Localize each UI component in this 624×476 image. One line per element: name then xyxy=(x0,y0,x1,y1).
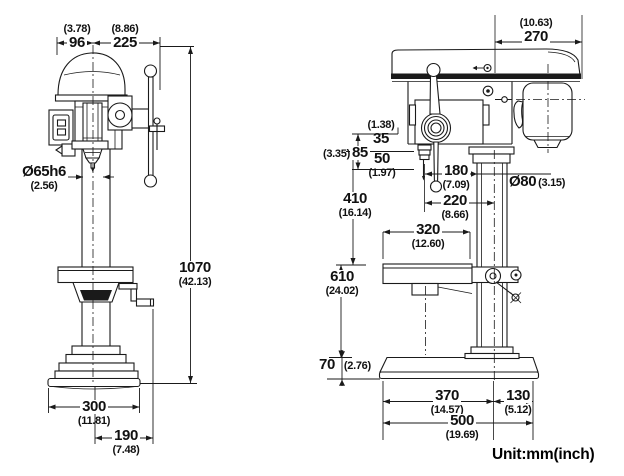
dim-410-label: 410 (16.14) xyxy=(330,190,380,219)
dim-300-inch: (11.81) xyxy=(77,415,111,427)
dim-130-label: 130 (5.12) xyxy=(499,387,537,416)
dim-80-inch: (3.15) xyxy=(538,177,566,189)
dim-50-inch: (1.97) xyxy=(368,167,396,179)
dim-35-mm: 35 xyxy=(373,130,389,147)
dim-65h6-label: Ø65h6 (2.56) xyxy=(15,163,73,192)
dim-320-label: 320 (12.60) xyxy=(405,221,451,250)
dim-225-label: (8.86) 225 xyxy=(101,23,149,50)
dim-190-label: 190 (7.48) xyxy=(102,427,150,456)
dim-320-mm: 320 xyxy=(414,221,442,238)
dim-370-mm: 370 xyxy=(433,387,461,404)
dim-96-label: (3.78) 96 xyxy=(55,23,99,50)
dim-70-label: 70 (2.76) xyxy=(317,356,371,373)
front-view-drawing xyxy=(378,48,585,380)
dim-610-label: 610 (24.02) xyxy=(316,268,368,297)
dim-180-mm: 180 xyxy=(442,162,470,179)
dim-410-inch: (16.14) xyxy=(338,207,372,219)
dim-270-mm: 270 xyxy=(522,28,550,45)
dim-130-mm: 130 xyxy=(504,387,532,404)
dim-1070-mm: 1070 xyxy=(177,259,213,276)
dim-1070-inch: (42.13) xyxy=(178,276,212,288)
dim-500-mm: 500 xyxy=(448,412,476,429)
dim-500-label: 500 (19.69) xyxy=(436,412,488,441)
dim-65h6-inch: (2.56) xyxy=(30,180,58,192)
dim-220-inch: (8.66) xyxy=(441,209,469,221)
dim-500-inch: (19.69) xyxy=(445,429,479,441)
dim-270-inch: (10.63) xyxy=(519,17,553,29)
dim-220-label: 220 (8.66) xyxy=(434,192,476,221)
dim-180-inch: (7.09) xyxy=(442,179,470,191)
dim-410-mm: 410 xyxy=(341,190,369,207)
dim-225-mm: 225 xyxy=(111,34,139,51)
dim-190-inch: (7.48) xyxy=(112,444,140,456)
dim-35-label: (1.38) 35 xyxy=(359,119,403,146)
dim-270-label: (10.63) 270 xyxy=(510,17,562,44)
dim-70-mm: 70 xyxy=(319,356,335,373)
side-view-drawing xyxy=(47,52,166,390)
dim-220-mm: 220 xyxy=(441,192,469,209)
dim-300-label: 300 (11.81) xyxy=(70,398,118,427)
dim-80-mm: Ø80 xyxy=(509,173,537,190)
dim-50-mm: 50 xyxy=(374,150,390,167)
dim-65h6-mm: Ø65h6 xyxy=(22,163,66,180)
dim-610-inch: (24.02) xyxy=(325,285,359,297)
dim-80-label: Ø80 (3.15) xyxy=(507,173,566,190)
dim-96-mm: 96 xyxy=(67,34,87,51)
dim-610-mm: 610 xyxy=(328,268,356,285)
dim-85-inch: (3.35) xyxy=(323,148,350,160)
dim-370-inch: (14.57) xyxy=(430,404,464,416)
dim-180-label: 180 (7.09) xyxy=(436,162,476,191)
dim-320-inch: (12.60) xyxy=(411,238,445,250)
side-view-dimension-lines xyxy=(48,37,197,444)
dim-70-inch: (2.76) xyxy=(343,360,371,372)
dim-190-mm: 190 xyxy=(112,427,140,444)
dim-225-inch: (8.86) xyxy=(111,23,139,35)
dim-50-label: 50 (1.97) xyxy=(361,150,403,179)
unit-label: Unit:mm(inch) xyxy=(492,446,595,463)
dim-96-inch: (3.78) xyxy=(63,23,91,35)
dim-300-mm: 300 xyxy=(80,398,108,415)
dim-130-inch: (5.12) xyxy=(504,404,532,416)
dim-35-inch: (1.38) xyxy=(367,119,395,131)
dim-1070-label: 1070 (42.13) xyxy=(170,259,220,288)
